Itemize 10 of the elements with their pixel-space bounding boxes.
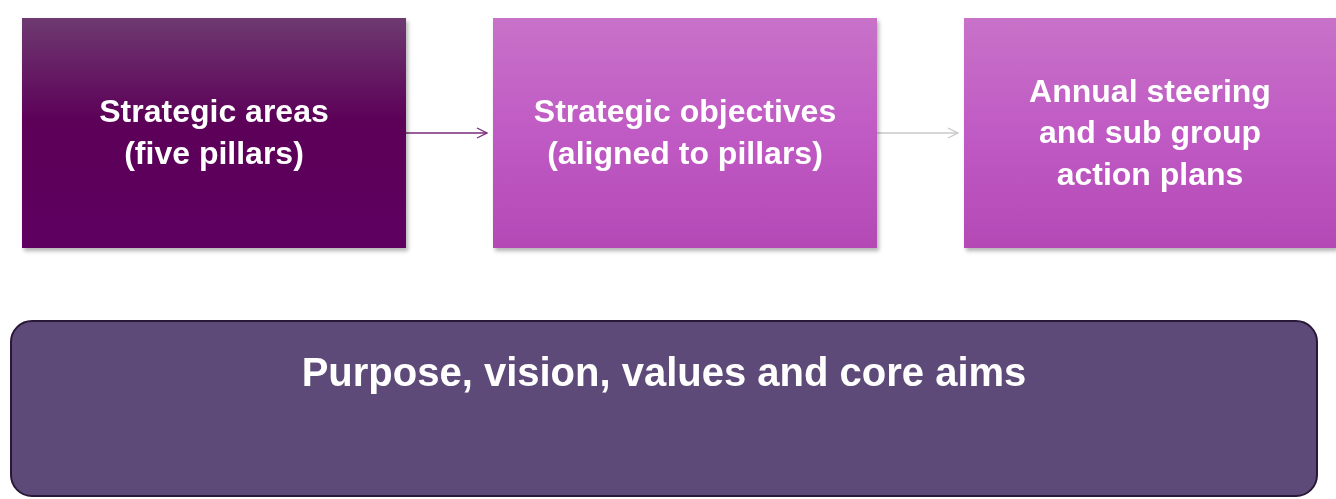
box-label: Annual steering and sub group action plans [1028, 71, 1272, 194]
process-box [493, 18, 877, 248]
banner-box [10, 320, 1318, 497]
arrow [876, 127, 959, 139]
process-box [964, 18, 1336, 248]
box-label: Purpose, vision, values and core aims [301, 349, 1027, 396]
box-label: Strategic objectives (aligned to pillars) [533, 92, 837, 173]
box-label: Strategic areas (five pillars) [98, 92, 330, 173]
process-box [22, 18, 406, 248]
arrow [405, 127, 488, 139]
